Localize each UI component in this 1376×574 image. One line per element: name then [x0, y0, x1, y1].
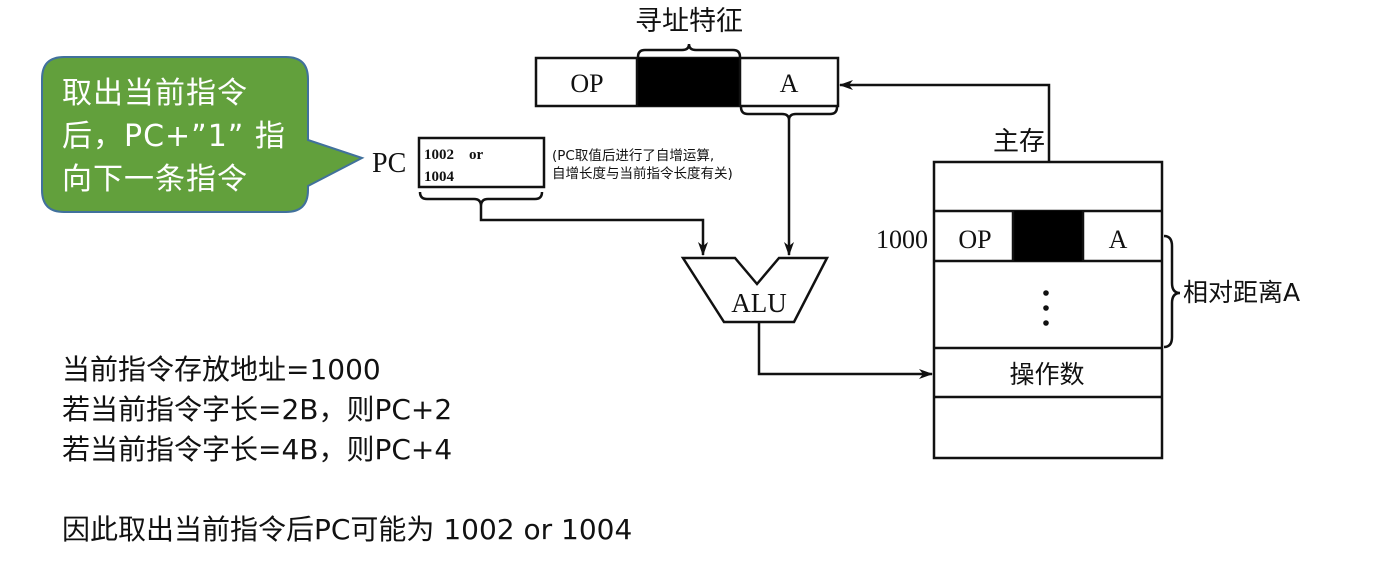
note-line: 若当前指令字长=2B，则PC+2: [62, 393, 453, 426]
memory-title: 主存: [993, 127, 1045, 157]
pc-note-line1: (PC取值后进行了自增运算,: [552, 148, 714, 164]
alu-label: ALU: [731, 288, 787, 318]
distance-brace: [1163, 234, 1181, 349]
memory-address-1000: 1000: [876, 225, 928, 254]
pc-label: PC: [372, 148, 406, 179]
instruction-register: OP A: [534, 56, 840, 108]
note-line: 若当前指令字长=4B，则PC+4: [62, 433, 453, 466]
pc-to-alu-arrow: [479, 206, 708, 256]
alu-unit: [680, 256, 830, 324]
ellipsis-dots: [1043, 290, 1049, 326]
callout-line: 取出当前指令: [62, 76, 248, 111]
conclusion-line: 因此取出当前指令后PC可能为 1002 or 1004: [62, 513, 633, 546]
memory-addressing-field: [1013, 211, 1083, 261]
pc-value-line1: 1002 or: [424, 147, 484, 163]
callout-line: 向下一条指令: [62, 162, 248, 197]
pc-note-line2: 自增长度与当前指令长度有关): [552, 165, 733, 182]
memory-op-field: OP: [958, 225, 991, 254]
callout-line: 后，PC+”1” 指: [62, 119, 286, 154]
pc-brace: [418, 191, 544, 207]
pc-register: [417, 136, 546, 189]
relative-distance-label: 相对距离A: [1183, 278, 1300, 307]
operand-label: 操作数: [1009, 360, 1084, 389]
callout-bubble: [41, 56, 365, 213]
addressing-feature-brace: [636, 43, 742, 58]
memory-a-field: A: [1109, 225, 1128, 254]
ir-addressing-field: [637, 58, 740, 106]
a-field-brace: [739, 106, 839, 121]
explanation-notes: 当前指令存放地址=1000 若当前指令字长=2B，则PC+2 若当前指令字长=4…: [62, 350, 632, 550]
ir-a-field: A: [780, 69, 799, 98]
ir-op-field: OP: [570, 69, 603, 98]
pc-value-line2: 1004: [424, 169, 455, 185]
addressing-feature-title: 寻址特征: [635, 6, 743, 37]
alu-to-operand-arrow: [757, 323, 933, 379]
note-line: 当前指令存放地址=1000: [62, 353, 381, 386]
callout-text: 取出当前指令 后，PC+”1” 指 向下一条指令: [62, 72, 302, 201]
main-memory: [932, 160, 1164, 460]
